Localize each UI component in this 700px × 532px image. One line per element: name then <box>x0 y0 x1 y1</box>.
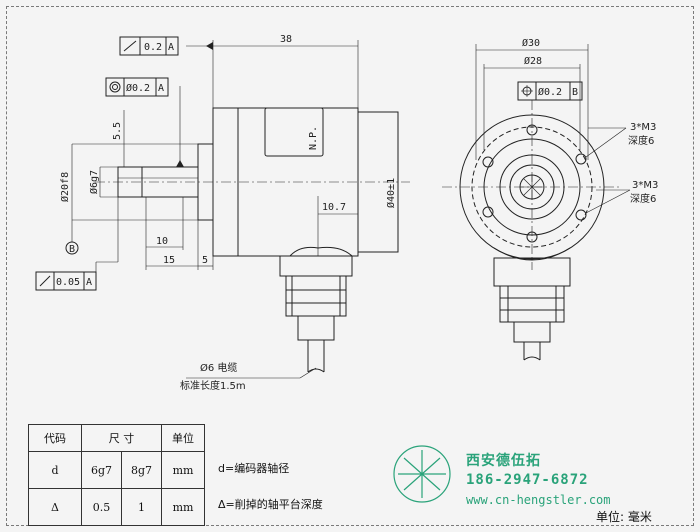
dim-30: Ø30 <box>522 37 540 49</box>
depth-bottom: 深度6 <box>630 192 656 205</box>
tol-concentric-ref: A <box>158 83 164 94</box>
row-value-1: 6g7 <box>81 451 122 489</box>
dim-5: 5 <box>202 255 208 266</box>
dim-body-diameter: Ø40±1 <box>385 178 397 208</box>
tol-box-top <box>119 36 179 56</box>
thread-bottom: 3*M3 <box>632 180 658 191</box>
header-unit: 单位 <box>161 424 205 452</box>
unit-label: 单位: 毫米 <box>596 510 652 524</box>
row-value-2: 1 <box>121 488 162 526</box>
tol-runout-bottom-value: 0.05 <box>56 277 80 288</box>
tol-position-ref: B <box>572 87 578 98</box>
np-slot <box>264 107 324 157</box>
depth-top: 深度6 <box>628 134 654 147</box>
spec-table: 代码 尺 寸 单位 d 6g7 8g7 mm Δ 0.5 1 mm <box>28 424 205 526</box>
dim-5-5: 5.5 <box>112 122 123 140</box>
dim-shaft-diameter: Ø6g7 <box>88 170 100 194</box>
dim-flange-diameter: Ø20f8 <box>59 172 71 202</box>
tol-box-position <box>517 81 583 101</box>
brand-phone: 186-2947-6872 <box>466 472 589 488</box>
brand-name: 西安德伍拓 <box>466 453 541 469</box>
row-code: d <box>28 451 82 489</box>
tol-box-concentric <box>105 77 169 97</box>
dim-15: 15 <box>163 255 175 266</box>
note-delta: Δ=削掉的轴平台深度 <box>218 498 323 511</box>
tol-concentric-value: Ø0.2 <box>126 82 150 94</box>
row-value-2: 8g7 <box>121 451 162 489</box>
row-value-1: 0.5 <box>81 488 122 526</box>
note-d: d=编码器轴径 <box>218 462 290 475</box>
tol-position-value: Ø0.2 <box>538 86 562 98</box>
cable-length: 标准长度1.5m <box>180 379 246 392</box>
drawing-frame <box>6 6 694 526</box>
dim-28: Ø28 <box>524 55 542 67</box>
datum-b-label: B <box>69 244 75 255</box>
dim-length: 38 <box>280 34 292 45</box>
row-code: Δ <box>28 488 82 526</box>
dim-10-7: 10.7 <box>322 202 346 213</box>
row-unit: mm <box>161 451 205 489</box>
header-code: 代码 <box>28 424 82 452</box>
tol-runout-bottom-ref: A <box>86 277 92 288</box>
header-size: 尺 寸 <box>81 424 162 452</box>
tol-box-bottom <box>35 271 97 291</box>
datum-b-marker <box>65 241 79 255</box>
thread-top: 3*M3 <box>630 122 656 133</box>
brand-logo-icon <box>393 445 451 503</box>
table-row: d 6g7 8g7 mm <box>28 451 205 489</box>
tol-runout-top-value: 0.2 <box>144 42 162 53</box>
brand-url[interactable]: www.cn-hengstler.com <box>466 493 611 507</box>
tol-runout-top-ref: A <box>168 42 174 53</box>
dim-10: 10 <box>156 236 168 247</box>
np-label: N.P. <box>308 126 319 150</box>
table-row: Δ 0.5 1 mm <box>28 488 205 526</box>
cable-label: Ø6 电缆 <box>200 361 237 374</box>
row-unit: mm <box>161 488 205 526</box>
